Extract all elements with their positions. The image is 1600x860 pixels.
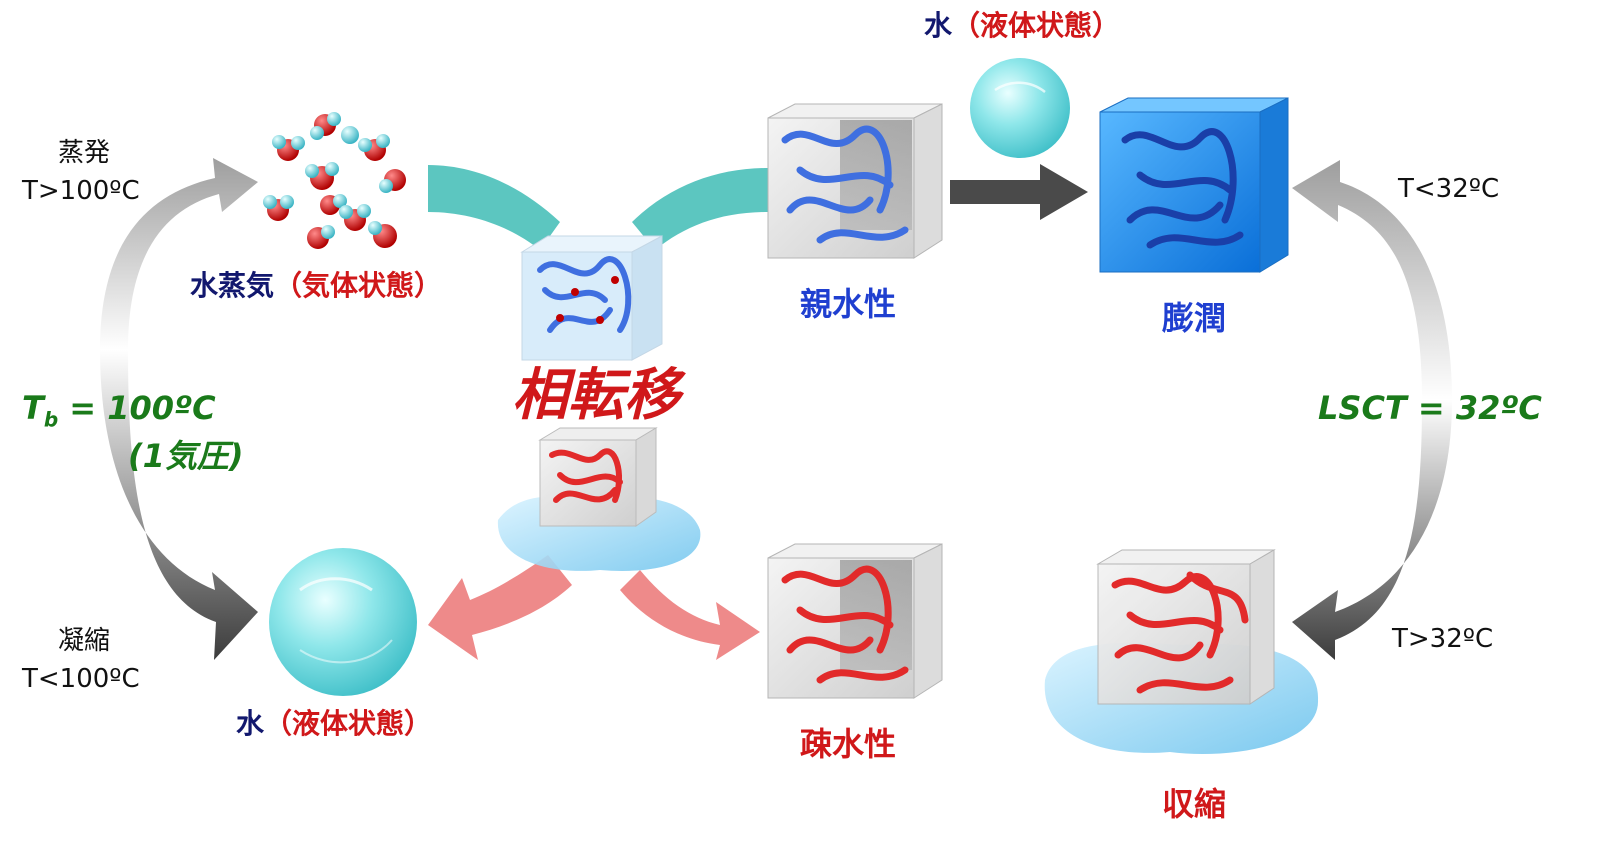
- liquid-water-left-state-text: （液体状態）: [264, 707, 433, 740]
- evaporation-arrow-icon: [100, 158, 258, 350]
- hydrophilic-label: 親水性: [800, 285, 897, 323]
- water-droplet-icon: [269, 548, 417, 696]
- heating-arrow-icon: [1292, 400, 1452, 660]
- boiling-point-label: Tb = 100ºC: [22, 392, 216, 429]
- hydrogel-cube-hydrophobic-icon: [767, 543, 943, 699]
- heating-temp-label: T>32ºC: [1392, 624, 1494, 654]
- boiling-point-subscript: b: [43, 407, 59, 432]
- water-vapor-water-text: 水: [190, 269, 219, 302]
- liquid-water-left-label: 水（液体状態）: [236, 710, 432, 738]
- water-vapor-steam-text: 蒸気: [218, 269, 275, 302]
- hydrogel-cube-swollen-icon: [1099, 97, 1289, 273]
- water-vapor-state-text: （気体状態）: [274, 269, 443, 302]
- hydrogel-cube-center-bottom-icon: [497, 427, 701, 571]
- cooling-temp-label: T<32ºC: [1398, 174, 1500, 204]
- teal-arrow-left-icon: [428, 165, 560, 250]
- hydrogel-cube-hydrophilic-icon: [767, 103, 943, 259]
- water-droplet-top-icon: [970, 58, 1070, 158]
- pressure-label: (1気圧): [128, 437, 244, 475]
- shrinking-label: 収縮: [1162, 785, 1227, 823]
- boiling-point-symbol: T: [22, 389, 44, 427]
- liquid-water-top-state-text: （液体状態）: [952, 9, 1121, 42]
- pink-arrow-left-icon: [428, 555, 572, 660]
- evaporation-temp-label: T>100ºC: [22, 176, 140, 206]
- condensation-arrow-icon: [100, 350, 258, 660]
- cooling-arrow-icon: [1292, 160, 1452, 400]
- condensation-temp-label: T<100ºC: [22, 664, 140, 694]
- hydrogel-cube-center-top-icon: [520, 235, 663, 361]
- lsct-label: LSCT = 32ºC: [1318, 389, 1542, 427]
- swelling-arrow-icon: [950, 164, 1088, 220]
- boiling-point-value: = 100ºC: [58, 389, 216, 427]
- water-vapor-label: 水蒸気（気体状態）: [190, 272, 442, 300]
- liquid-water-top-label: 水（液体状態）: [924, 12, 1120, 40]
- condensation-label: 凝縮: [58, 626, 111, 656]
- swelling-label: 膨潤: [1162, 299, 1227, 337]
- pink-arrow-right-icon: [620, 570, 760, 660]
- liquid-water-top-water-text: 水: [924, 9, 953, 42]
- teal-arrow-right-icon: [632, 168, 768, 250]
- hydrophobic-label: 疎水性: [800, 725, 897, 763]
- water-vapor-molecules-icon: [263, 112, 406, 249]
- hydrogel-cube-shrunk-icon: [1044, 549, 1319, 755]
- liquid-water-left-water-text: 水: [236, 707, 265, 740]
- phase-transition-label: 相転移: [512, 363, 680, 428]
- evaporation-label: 蒸発: [58, 138, 111, 168]
